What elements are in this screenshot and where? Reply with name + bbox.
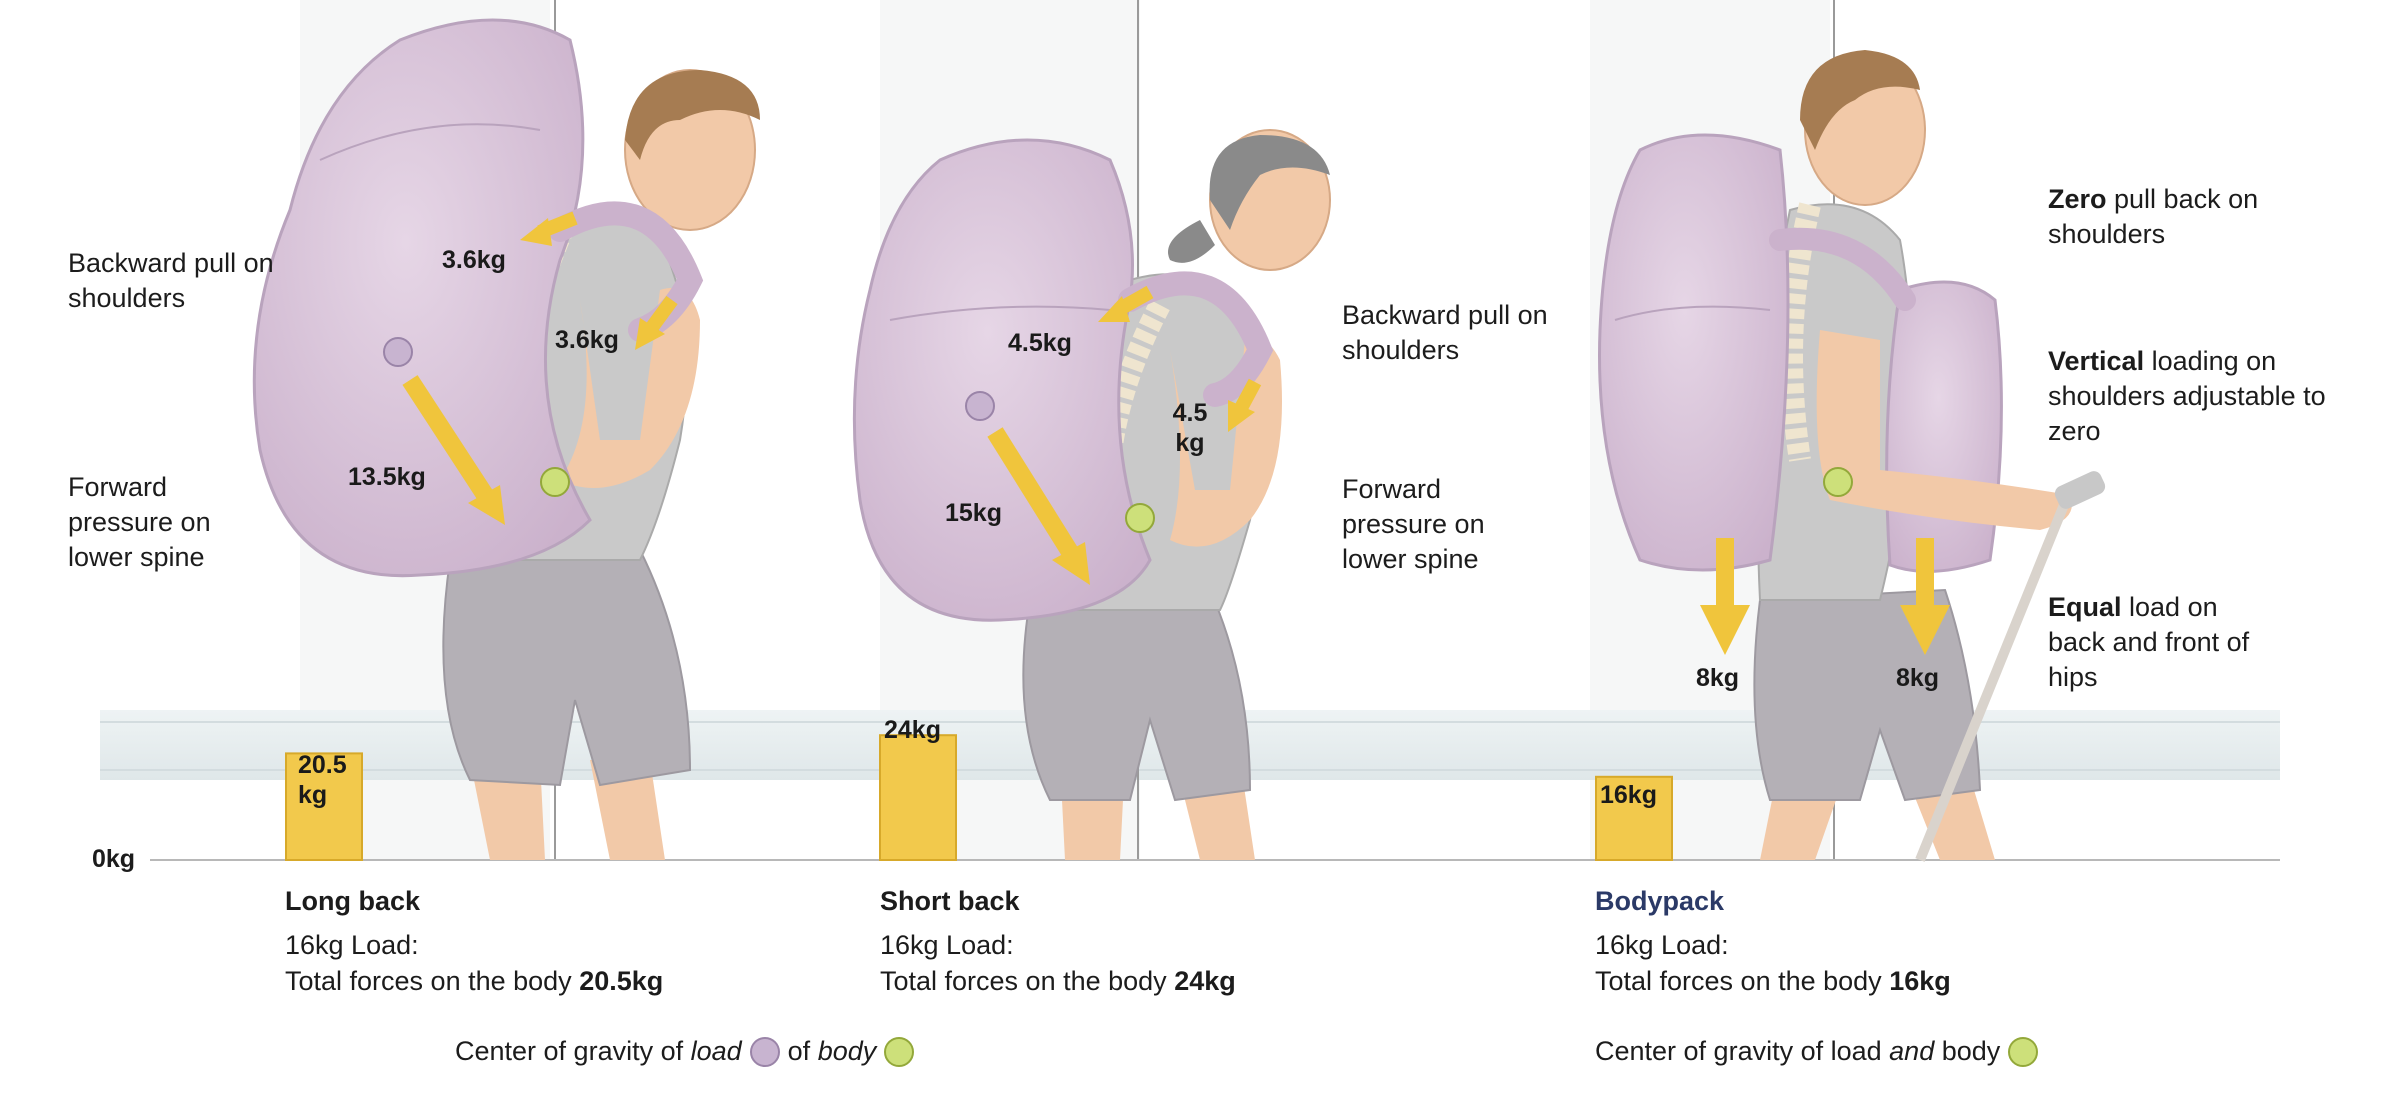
caption-total-prefix-bodypack: Total forces on the body: [1595, 966, 1890, 996]
caption-total-long-back: Total forces on the body 20.5kg: [285, 966, 663, 997]
hair-2: [1168, 135, 1330, 263]
legend-left-body-word: body: [817, 1036, 877, 1066]
load-cog-1: [383, 337, 413, 367]
bar-label-short-back: 24kg: [884, 716, 941, 744]
legend-right-and-word: and: [1889, 1036, 1935, 1066]
legend-left-prefix: Center of gravity of: [455, 1036, 691, 1066]
force-label-1c: 13.5kg: [348, 463, 426, 491]
pack-2: [852, 138, 1152, 622]
figure-short-back: [852, 129, 1331, 860]
pack-2-strap: [1118, 271, 1274, 407]
figure-long-back: [252, 18, 760, 860]
caption-title-long-back: Long back: [285, 886, 421, 916]
note-short-back-shoulders: Backward pull on shoulders: [1342, 300, 1548, 365]
note-bodypack-vertical-bold: Vertical: [2048, 346, 2145, 376]
caption-total-value-bodypack: 16kg: [1889, 966, 1951, 996]
total-force-bar-bodypack: [1595, 775, 1673, 861]
shared-cog-3: [1823, 467, 1853, 497]
force-label-2b: 4.5 kg: [1172, 399, 1208, 457]
force-label-2a: 4.5kg: [1008, 329, 1072, 357]
caption-load-short-back: 16kg Load:: [880, 930, 1014, 960]
note-bodypack-equal-text: load on back and front of hips: [2048, 592, 2250, 692]
body-cog-2: [1125, 503, 1155, 533]
note-bodypack-zero-bold: Zero: [2048, 184, 2107, 214]
legend-left: Center of gravity of load of body: [455, 1036, 922, 1067]
legend-left-middle: of: [787, 1036, 818, 1066]
caption-load-long-back: 16kg Load:: [285, 930, 419, 960]
caption-total-value-short-back: 24kg: [1174, 966, 1236, 996]
note-bodypack-equal-bold: Equal: [2048, 592, 2122, 622]
hair-1: [625, 70, 760, 160]
note-short-back-spine: Forward pressure on lower spine: [1342, 474, 1485, 574]
force-label-3a: 8kg: [1696, 664, 1740, 692]
pole-grip: [2054, 471, 2106, 509]
axis-zero-label: 0kg: [92, 845, 136, 873]
caption-total-prefix-long-back: Total forces on the body: [285, 966, 580, 996]
arm-1: [560, 288, 700, 488]
bar-label-bodypack: 16kg: [1600, 781, 1657, 809]
note-bodypack-vertical: Vertical loading on shoulders adjustable…: [2048, 344, 2348, 449]
pack-3-front: [1885, 280, 2003, 573]
pack-3-back-seam: [1614, 305, 1771, 321]
body-cog-legend-icon: [884, 1036, 915, 1067]
legs-1: [470, 760, 665, 860]
legend-left-load-word: load: [690, 1036, 742, 1066]
force-arrow-2a: [1098, 285, 1154, 322]
caption-title-bodypack: Bodypack: [1595, 886, 1725, 916]
legend-right-suffix: body: [1934, 1036, 2001, 1066]
caption-load-bodypack: 16kg Load:: [1595, 930, 1729, 960]
shorts-2: [1022, 588, 1252, 802]
caption-total-short-back: Total forces on the body 24kg: [880, 966, 1236, 997]
total-force-bar-long-back: [285, 752, 363, 862]
force-label-1a: 3.6kg: [442, 246, 506, 274]
force-arrow-3a: [1700, 538, 1750, 655]
note-bodypack-zero-text: pull back on shoulders: [2048, 184, 2259, 249]
force-arrow-1b: [635, 295, 678, 350]
legend-right: Center of gravity of load and body: [1595, 1036, 2046, 1067]
pack-3-back: [1598, 133, 1790, 572]
force-arrow-1c: [402, 375, 505, 525]
note-long-back-spine: Forward pressure on lower spine: [68, 472, 211, 572]
shared-cog-legend-icon: [2008, 1036, 2039, 1067]
arm-3: [1816, 330, 2072, 530]
caption-total-bodypack: Total forces on the body 16kg: [1595, 966, 1951, 997]
body-cog-1: [540, 467, 570, 497]
total-force-bar-short-back: [879, 734, 957, 862]
pack-1-seam: [319, 123, 541, 161]
caption-total-value-long-back: 20.5kg: [579, 966, 664, 996]
pack-2-seam: [889, 305, 1111, 321]
note-bodypack-vertical-text: loading on shoulders adjustable to zero: [2048, 346, 2326, 446]
force-arrow-3b: [1900, 538, 1950, 655]
load-cog-2: [965, 391, 995, 421]
shorts-3: [1753, 588, 1982, 802]
caption-title-short-back: Short back: [880, 886, 1020, 916]
pack-1: [252, 18, 592, 578]
force-arrow-2c: [987, 427, 1090, 585]
caption-total-prefix-short-back: Total forces on the body: [880, 966, 1175, 996]
force-arrow-1a: [520, 211, 578, 246]
hair-3: [1800, 50, 1920, 150]
force-label-3b: 8kg: [1896, 664, 1940, 692]
bar-label-long-back: 20.5 kg: [298, 751, 347, 809]
note-bodypack-equal: Equal load on back and front of hips: [2048, 590, 2278, 695]
force-label-2c: 15kg: [945, 499, 1002, 527]
load-cog-legend-icon: [749, 1036, 780, 1067]
force-arrow-2b: [1228, 378, 1262, 432]
figure-bodypack: [1598, 50, 2106, 862]
note-long-back-shoulders: Backward pull on shoulders: [68, 248, 274, 313]
pack-3-strap: [1769, 227, 1916, 311]
legend-right-prefix: Center of gravity of load: [1595, 1036, 1890, 1066]
force-label-1b: 3.6kg: [555, 326, 619, 354]
shorts-1: [442, 548, 692, 787]
trekking-pole: [1915, 488, 2075, 862]
note-bodypack-zero: Zero pull back on shoulders: [2048, 182, 2288, 252]
